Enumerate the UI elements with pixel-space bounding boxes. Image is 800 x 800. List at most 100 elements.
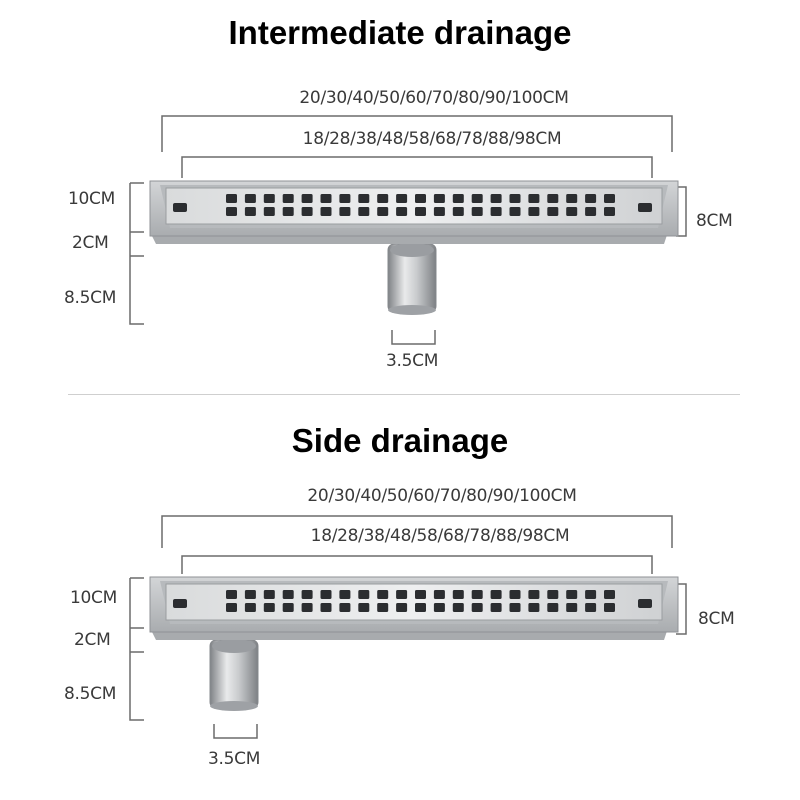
grate-slot [585,194,597,203]
grate-slot [226,207,237,216]
grate-slot [566,590,578,599]
grate-slot [471,194,483,203]
grate-slot [585,207,597,216]
grate-slot [396,194,408,203]
grate-slot [433,194,445,203]
grate-slot [282,590,294,599]
drain-diagram-side [129,515,687,739]
drain-tray [149,576,679,640]
grate-lift-slot-left [173,599,187,608]
grate-slot [263,590,275,599]
grate-slot [339,603,351,612]
grate-slot [396,603,408,612]
grate-slot [415,603,426,612]
grate-slot [377,590,389,599]
height-bracket [129,182,144,325]
grate-slot [585,603,597,612]
grate-slot [377,207,389,216]
grate-slot [604,207,615,216]
rim-label: 2CM [74,630,111,650]
outer-length-label: 20/30/40/50/60/70/80/90/100CM [299,88,569,108]
pipe-diameter-label: 3.5CM [208,749,261,769]
grate-slot [358,207,370,216]
panel-title: Intermediate drainage [228,14,572,51]
grate-slot [490,194,502,203]
grate-slot [301,207,313,216]
grate-slot [263,603,275,612]
grate-slot [320,603,332,612]
grate-slot [547,194,559,203]
grate-slot [339,590,351,599]
grate-lift-slot-right [638,203,652,212]
grate-slot [339,194,351,203]
grate-lift-slot-right [638,599,652,608]
grate-slot [358,603,370,612]
grate-slot [415,207,426,216]
grate-slot [282,603,294,612]
grate-slots [226,194,615,216]
grate-slot [226,194,237,203]
width-bracket [676,583,687,635]
grate-slot [433,207,445,216]
grate-slot [433,603,445,612]
pipe-diameter-bracket [213,724,258,739]
width-label: 8CM [698,609,735,629]
outlet-pipe [209,639,259,711]
grate-slot [490,603,502,612]
grate-slot [547,207,559,216]
grate-slot [604,194,615,203]
grate-slot [320,207,332,216]
grate-slot [301,590,313,599]
grate-slot [509,194,521,203]
grate-slot [244,207,256,216]
grate-slot [452,603,464,612]
pipe-diameter-bracket [391,330,436,345]
outer-length-bracket [161,115,673,152]
grate-slot [301,603,313,612]
grate-slot [471,603,483,612]
grate-slot [509,603,521,612]
panel-side-drainage: Side drainage 20/30/40/50/60/70/80/90/10… [0,400,800,800]
grate-slot [263,194,275,203]
grate-slot [377,603,389,612]
outer-length-bracket [161,515,673,548]
grate-slots [226,590,615,612]
grate-slot [547,590,559,599]
panel-intermediate-drainage: Intermediate drainage [64,14,733,371]
grate-slot [415,194,426,203]
grate-slot [244,194,256,203]
grate-slot [415,590,426,599]
height-total-label: 10CM [70,588,117,608]
width-bracket [676,186,687,237]
width-label: 8CM [696,211,733,231]
grate-slot [528,590,540,599]
grate-slot [244,603,256,612]
grate-slot [396,590,408,599]
grate-slot [528,603,540,612]
grate-slot [263,207,275,216]
grate-lift-slot-left [173,203,187,212]
grate-slot [452,207,464,216]
grate-slot [566,207,578,216]
grate-slot [566,603,578,612]
grate-slot [226,590,237,599]
grate-slot [490,590,502,599]
grate-slot [471,207,483,216]
drain-diagram-intermediate [129,115,687,345]
grate-slot [282,194,294,203]
rim-label: 2CM [72,233,109,253]
grate-slot [528,194,540,203]
grate-slot [452,590,464,599]
grate-slot [604,603,615,612]
inner-length-bracket [181,156,653,178]
section-divider [68,394,740,395]
grate-slot [301,194,313,203]
grate-slot [471,590,483,599]
grate-slot [528,207,540,216]
grate-slot [320,590,332,599]
grate-slot [566,194,578,203]
grate-slot [339,207,351,216]
inner-length-label: 18/28/38/48/58/68/78/88/98CM [302,129,562,149]
inner-length-label: 18/28/38/48/58/68/78/88/98CM [310,526,570,546]
grate-slot [320,194,332,203]
